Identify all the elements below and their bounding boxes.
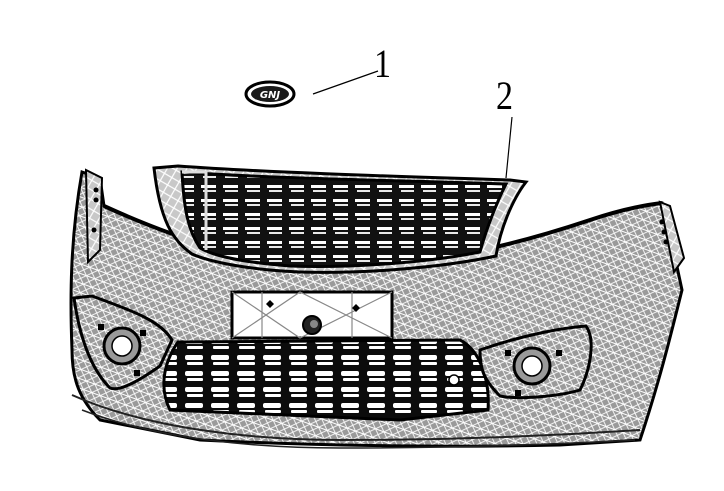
license-plate-mount <box>230 290 394 340</box>
callout-number-2: 2 <box>496 73 513 118</box>
callout-number-1: 1 <box>374 41 391 86</box>
emblem-part: GNJ <box>244 80 296 108</box>
right-fog-lamp <box>478 324 593 400</box>
callout-1-leader <box>312 70 379 95</box>
svg-text:GNJ: GNJ <box>260 90 281 101</box>
lower-grille <box>162 338 490 422</box>
left-fog-lamp <box>72 294 174 391</box>
upper-grille-part <box>152 164 529 274</box>
callout-2-leader <box>505 116 513 179</box>
